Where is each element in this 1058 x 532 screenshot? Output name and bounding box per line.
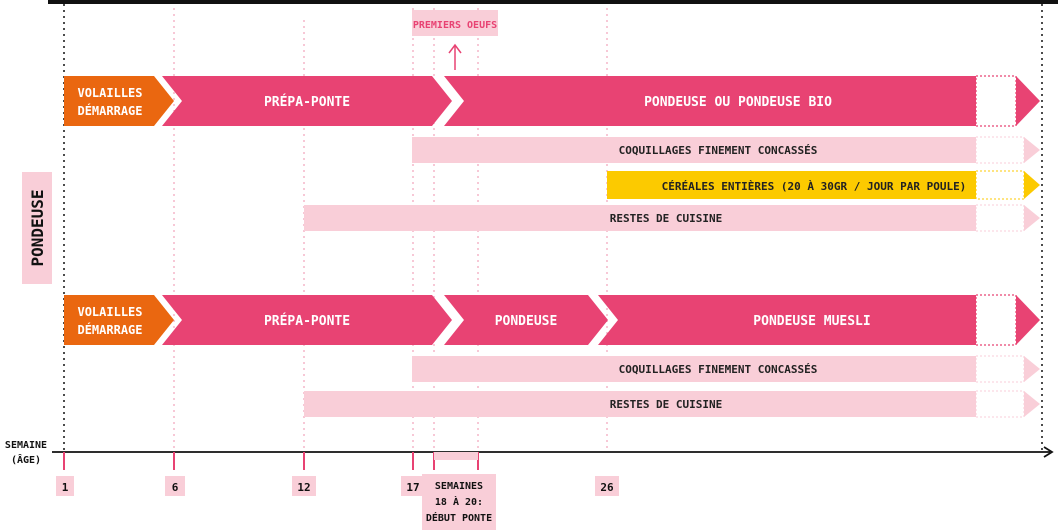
- laying-start-label-1: SEMAINES: [435, 481, 483, 492]
- tick-label-bg-17: [401, 476, 425, 496]
- program-1-grains-bar: [607, 171, 976, 199]
- first-eggs-note-bg: [412, 10, 498, 36]
- tick-label-17: 17: [406, 481, 419, 494]
- tick-label-26: 26: [600, 481, 614, 494]
- side-label-bg: [22, 172, 52, 284]
- program-2-shells-bar: [412, 356, 976, 382]
- program-2-scraps-bar: [304, 391, 976, 417]
- program-1-scraps-label: RESTES DE CUISINE: [610, 212, 723, 225]
- tick-label-1: 1: [62, 481, 69, 494]
- program-2-layer-label: PONDEUSE: [495, 314, 558, 329]
- top-border: [48, 0, 1058, 4]
- tick-label-bg-1: [56, 476, 74, 496]
- program-1-prelay-label: PRÉPA-PONTE: [264, 94, 350, 110]
- program-2-prelay-arrow: [162, 295, 452, 345]
- first-eggs-note: PREMIERS OEUFS: [413, 20, 497, 31]
- tick-label-bg-12: [292, 476, 316, 496]
- tick-label-12: 12: [297, 481, 310, 494]
- up-arrow-icon: [448, 43, 462, 54]
- program-2-starter-label-1: VOLAILLES: [77, 305, 142, 319]
- program-1-shells-arrowhead: [1024, 137, 1040, 163]
- program-2-shells-arrowhead: [1024, 356, 1040, 382]
- program-2-prelay-label: PRÉPA-PONTE: [264, 313, 350, 329]
- program-1-shells-extension: [975, 136, 1025, 164]
- program-1-layer-label: PONDEUSE OU PONDEUSE BIO: [644, 95, 832, 110]
- program-1-shells-bar: [412, 137, 976, 163]
- program-1-scraps-arrowhead: [1024, 205, 1040, 231]
- program-1-grains-label: CÉRÉALES ENTIÈRES (20 À 30GR / JOUR PAR …: [662, 180, 967, 193]
- program-2-muesli-extension: [975, 294, 1017, 346]
- week-axis: SEMAINE (ÂGE) 1 6 12 17 26 SEMAINES 18 À…: [5, 440, 1054, 530]
- tick-label-bg-26: [595, 476, 619, 496]
- program-1-layer-arrowhead: [1016, 76, 1040, 126]
- program-2-shells-extension: [975, 355, 1025, 383]
- program-1-scraps-extension: [975, 204, 1025, 232]
- program-2-shells-label: COQUILLAGES FINEMENT CONCASSÉS: [619, 363, 818, 376]
- program-2-scraps-label: RESTES DE CUISINE: [610, 398, 723, 411]
- program-2-layer-arrow: [444, 295, 608, 345]
- program-2-starter-label-2: DÉMARRAGE: [77, 322, 142, 337]
- program-2: VOLAILLES DÉMARRAGE PRÉPA-PONTE PONDEUSE…: [64, 294, 1040, 418]
- program-2-scraps-arrowhead: [1024, 391, 1040, 417]
- program-1-scraps-bar: [304, 205, 976, 231]
- program-2-muesli-arrowhead: [1016, 295, 1040, 345]
- laying-start-range: [434, 452, 478, 460]
- program-2-starter-arrow: [64, 295, 174, 345]
- program-1-starter-label-2: DÉMARRAGE: [77, 103, 142, 118]
- program-1-starter-label-1: VOLAILLES: [77, 86, 142, 100]
- program-1-layer-extension: [975, 75, 1017, 127]
- program-1-prelay-arrow: [162, 76, 452, 126]
- program-2-scraps-extension: [975, 390, 1025, 418]
- program-2-muesli-arrow: [598, 295, 976, 345]
- laying-start-label-2: 18 À 20:: [435, 495, 483, 508]
- program-1-layer-arrow: [444, 76, 976, 126]
- side-label: PONDEUSE: [28, 189, 47, 266]
- program-1-grains-extension: [975, 170, 1025, 200]
- axis-arrow-icon: [1043, 446, 1054, 458]
- laying-start-label-bg: [422, 474, 496, 530]
- program-1-shells-label: COQUILLAGES FINEMENT CONCASSÉS: [619, 144, 818, 157]
- tick-label-6: 6: [172, 481, 179, 494]
- axis-label-line-2: (ÂGE): [11, 453, 41, 466]
- tick-label-bg-6: [165, 476, 185, 496]
- program-2-muesli-label: PONDEUSE MUESLI: [753, 314, 870, 329]
- program-1-grains-arrowhead: [1024, 171, 1040, 199]
- program-1-starter-arrow: [64, 76, 174, 126]
- laying-start-label-3: DÉBUT PONTE: [426, 511, 492, 524]
- axis-label-line-1: SEMAINE: [5, 440, 47, 451]
- program-1: VOLAILLES DÉMARRAGE PRÉPA-PONTE PONDEUSE…: [64, 75, 1040, 232]
